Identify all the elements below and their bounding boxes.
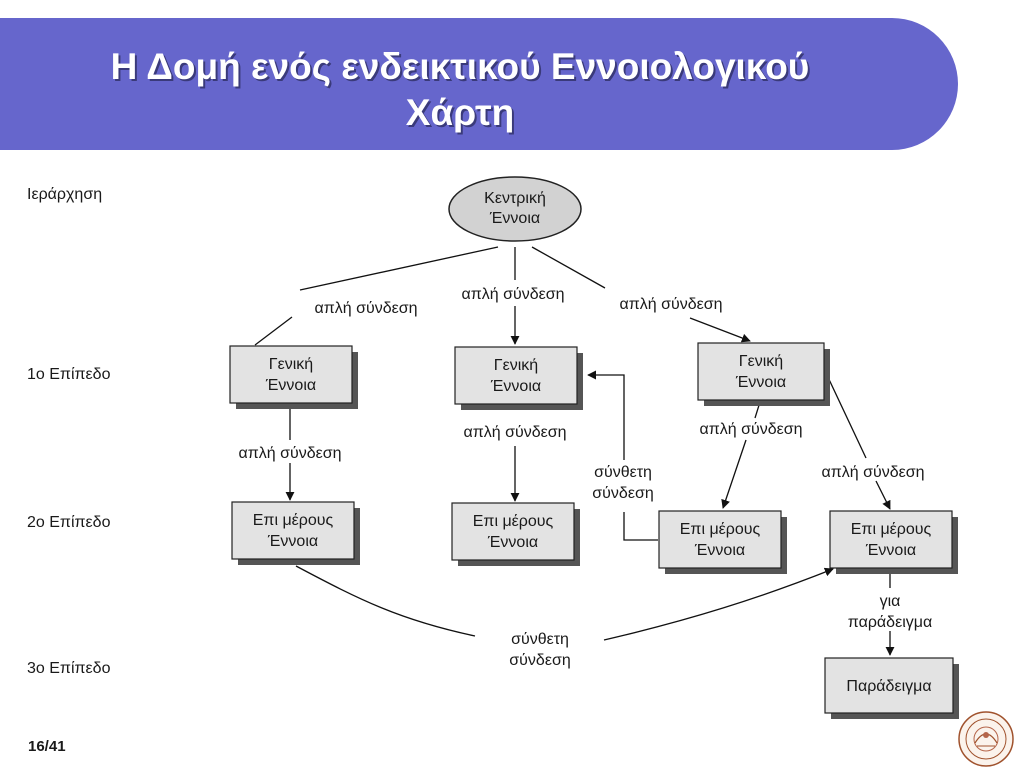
partial-concept-node-4: Επι μέρους Έννοια <box>829 510 958 574</box>
general-concept-1-line-2: Έννοια <box>265 377 316 394</box>
general-concept-1-line-1: Γενική <box>269 356 313 373</box>
link-label-complex-1-line-2: σύνδεση <box>592 485 653 502</box>
slide-title-line-1: Η Δομή ενός ενδεικτικού Εννοιολογικού <box>110 46 810 87</box>
general-concept-2-line-1: Γενική <box>494 357 538 374</box>
level-1-label: 1ο Επίπεδο <box>27 366 111 383</box>
slide-title-line-2: Χάρτη <box>405 92 515 133</box>
partial-concept-2-line-2: Έννοια <box>487 534 538 551</box>
link-labels: απλή σύνδεση απλή σύνδεση απλή σύνδεση α… <box>238 286 932 669</box>
link-label-simple-7: απλή σύνδεση <box>821 464 924 481</box>
link-label-simple-6: απλή σύνδεση <box>699 421 802 438</box>
link-label-example-line-1: για <box>880 593 901 610</box>
link-partial-1-to-partial-4 <box>295 565 476 637</box>
central-concept-line-1: Κεντρική <box>484 190 546 207</box>
general-concept-node-3: Γενική Έννοια <box>697 342 830 406</box>
level-3-label: 3ο Επίπεδο <box>27 660 111 677</box>
link-label-example-line-2: παράδειγμα <box>848 614 932 631</box>
link-label-complex-1-line-1: σύνθετη <box>594 464 652 481</box>
general-concept-node-1: Γενική Έννοια <box>229 345 358 409</box>
partial-concept-node-2: Επι μέρους Έννοια <box>451 502 580 566</box>
link-central-to-general-3 <box>531 246 606 289</box>
link-label-simple-2: απλή σύνδεση <box>461 286 564 303</box>
link-label-simple-1: απλή σύνδεση <box>314 300 417 317</box>
partial-concept-4-line-1: Επι μέρους <box>851 521 932 538</box>
general-concept-2-line-2: Έννοια <box>490 378 541 395</box>
university-seal-icon <box>958 711 1014 767</box>
link-general-3-to-partial-4 <box>825 372 867 459</box>
link-label-complex-2-line-1: σύνθετη <box>511 631 569 648</box>
link-label-simple-5: απλή σύνδεση <box>463 424 566 441</box>
partial-concept-3-line-1: Επι μέρους <box>680 521 761 538</box>
central-concept-line-2: Έννοια <box>489 210 540 227</box>
partial-concept-2-line-1: Επι μέρους <box>473 513 554 530</box>
link-label-simple-3: απλή σύνδεση <box>619 296 722 313</box>
general-concept-3-line-2: Έννοια <box>735 374 786 391</box>
link-general-3-to-partial-3-arrow <box>721 439 747 509</box>
general-concept-node-2: Γενική Έννοια <box>454 346 583 410</box>
link-central-to-general-1-lower <box>254 316 293 346</box>
link-label-simple-4: απλή σύνδεση <box>238 445 341 462</box>
link-central-to-general-1 <box>299 246 499 291</box>
link-partial-3-to-general-2-lower <box>623 512 658 541</box>
link-label-complex-2-line-2: σύνδεση <box>509 652 570 669</box>
partial-concept-node-1: Επι μέρους Έννοια <box>231 501 360 565</box>
link-central-to-general-3-arrow <box>689 317 751 343</box>
link-general-3-to-partial-4-arrow <box>875 480 891 510</box>
title-banner: Η Δομή ενός ενδεικτικού Εννοιολογικού Χά… <box>0 18 958 154</box>
partial-concept-1-line-2: Έννοια <box>267 533 318 550</box>
central-concept-node: Κεντρική Έννοια <box>448 176 582 242</box>
title-underline <box>0 151 906 154</box>
link-partial-1-to-partial-4-arrow <box>603 567 834 641</box>
connectors <box>254 246 895 656</box>
hierarchy-label: Ιεράρχηση <box>27 186 103 203</box>
example-node-label: Παράδειγμα <box>846 678 931 695</box>
partial-concept-3-line-2: Έννοια <box>694 542 745 559</box>
general-concept-3-line-1: Γενική <box>739 353 783 370</box>
link-partial-3-to-general-2 <box>587 370 625 460</box>
example-node: Παράδειγμα <box>824 657 959 719</box>
partial-concept-1-line-1: Επι μέρους <box>253 512 334 529</box>
slide-title: Η Δομή ενός ενδεικτικού Εννοιολογικού Χά… <box>0 44 920 136</box>
partial-concept-node-3: Επι μέρους Έννοια <box>658 510 787 574</box>
partial-concept-4-line-2: Έννοια <box>865 542 916 559</box>
level-2-label: 2ο Επίπεδο <box>27 514 111 531</box>
page-number: 16/41 <box>28 738 66 755</box>
